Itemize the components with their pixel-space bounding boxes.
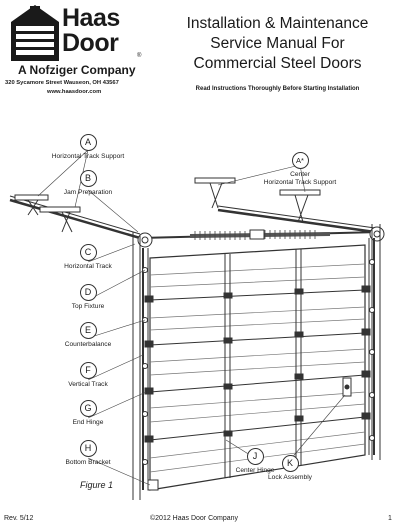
callout-d-label: Top Fixture <box>71 303 105 310</box>
manual-title: Installation & Maintenance Service Manua… <box>160 14 395 74</box>
callout-a-label: Horizontal Track Support <box>51 153 125 160</box>
title-line-1: Installation & Maintenance <box>186 15 369 32</box>
figure-caption: Figure 1 <box>80 480 114 490</box>
callout-j-letter: J <box>246 448 264 465</box>
callout-g: G End Hinge <box>48 400 128 427</box>
callout-g-letter: G <box>79 400 97 417</box>
callout-a-letter: A <box>79 134 97 151</box>
callout-c-label: Horizontal Track <box>64 263 112 270</box>
callout-a-star-letter: A* <box>291 152 309 169</box>
callout-h-label: Bottom Bracket <box>65 459 111 466</box>
callout-g-label: End Hinge <box>72 419 104 426</box>
callout-b: B Jam Preparation <box>48 170 128 197</box>
footer-revision: Rev. 5/12 <box>4 515 34 522</box>
callout-j: J Center Hinge <box>220 448 290 475</box>
callout-h-letter: H <box>79 440 97 457</box>
callout-d-letter: D <box>79 284 97 301</box>
title-line-3: Commercial Steel Doors <box>193 55 362 72</box>
callout-k-letter: K <box>281 455 299 472</box>
callout-e-label: Counterbalance <box>64 341 112 348</box>
logo-registered-mark: ® <box>137 53 142 59</box>
callout-f-label: Vertical Track <box>68 381 108 388</box>
callout-k: K Lock Assembly <box>255 455 325 482</box>
callout-a: A Horizontal Track Support <box>48 134 128 161</box>
title-line-2: Service Manual For <box>210 35 345 52</box>
callout-b-letter: B <box>79 170 97 187</box>
logo-house-icon <box>11 5 59 61</box>
callout-j-label: Center Hinge <box>235 467 275 474</box>
callout-a-star-label: Center <box>290 171 310 178</box>
callout-e-letter: E <box>79 322 97 339</box>
callout-b-label: Jam Preparation <box>63 189 113 196</box>
company-name: A Nofziger Company <box>18 63 136 77</box>
callout-a-star-label-2: Horizontal Track Support <box>263 179 337 186</box>
callout-f-letter: F <box>79 362 97 379</box>
callout-a-star: A* Center Horizontal Track Support <box>255 152 345 187</box>
instructions-note: Read Instructions Thoroughly Before Star… <box>195 86 360 92</box>
company-address: 320 Sycamore Street Wauseon, OH 43567 <box>5 80 119 86</box>
callout-f: F Vertical Track <box>48 362 128 389</box>
company-website: www.haasdoor.com <box>47 89 102 95</box>
callout-c: C Horizontal Track <box>48 244 128 271</box>
footer-copyright: ©2012 Haas Door Company <box>150 515 239 522</box>
logo-text-door: Door <box>62 29 119 57</box>
callout-c-letter: C <box>79 244 97 261</box>
footer-page-number: 1 <box>388 515 392 522</box>
logo-text-haas: Haas <box>62 4 120 32</box>
callout-k-label: Lock Assembly <box>268 474 312 481</box>
callout-h: H Bottom Bracket <box>48 440 128 467</box>
callout-e: E Counterbalance <box>48 322 128 349</box>
callout-d: D Top Fixture <box>48 284 128 311</box>
